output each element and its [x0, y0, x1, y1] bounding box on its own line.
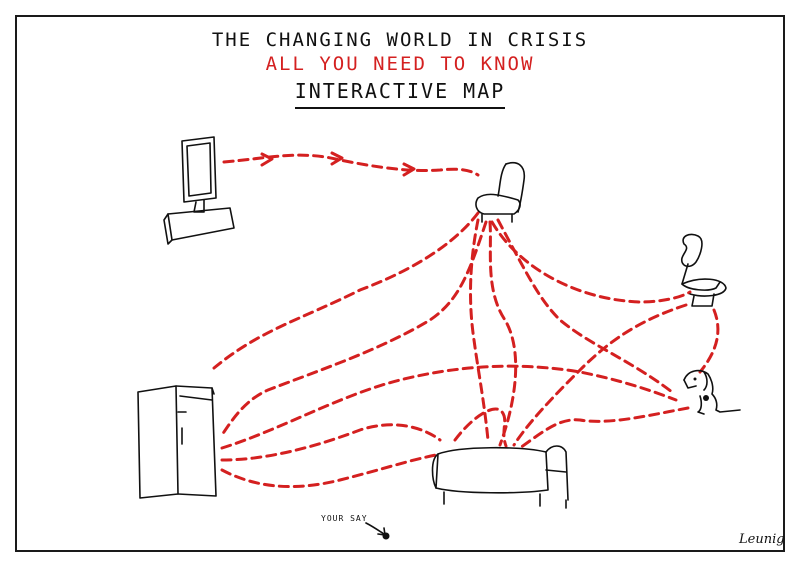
- route-fridge-to-bed: [220, 423, 442, 462]
- routes: [212, 153, 720, 489]
- route-chair-to-fridge-mid: [220, 220, 488, 437]
- dog-icon: [683, 369, 741, 415]
- cartoon-heading: INTERACTIVE MAP: [0, 79, 800, 109]
- armchair-icon: [475, 162, 526, 223]
- bed-icon: [431, 445, 569, 509]
- your-say-marker: [365, 522, 386, 536]
- route-chair-to-dog: [496, 218, 674, 394]
- your-say-label: YOUR SAY: [321, 514, 368, 523]
- route-chair-to-bed-b: [488, 220, 518, 447]
- route-toilet-to-bed: [512, 303, 688, 447]
- heading-label: INTERACTIVE MAP: [294, 79, 506, 109]
- route-toilet-to-dog: [698, 308, 720, 374]
- toilet-icon: [680, 233, 727, 307]
- route-chair-to-fridge-left: [212, 211, 480, 370]
- cartoon-subtitle: ALL YOU NEED TO KNOW: [265, 53, 535, 75]
- route-fridge-to-dog: [220, 364, 678, 450]
- route-tv-to-chair: [222, 153, 480, 177]
- route-bed-loop: [453, 407, 508, 448]
- route-fridge-to-bed-low: [220, 453, 438, 489]
- route-chair-to-bed-a: [469, 218, 490, 442]
- artist-signature: Leunig: [739, 532, 785, 547]
- route-dog-to-bed: [518, 406, 690, 450]
- television-icon: [163, 136, 235, 245]
- dot-icon: [382, 532, 390, 540]
- refrigerator-icon: [137, 385, 217, 499]
- cartoon-title: THE CHANGING WORLD IN CRISIS: [211, 29, 589, 51]
- route-arrows: [260, 151, 416, 177]
